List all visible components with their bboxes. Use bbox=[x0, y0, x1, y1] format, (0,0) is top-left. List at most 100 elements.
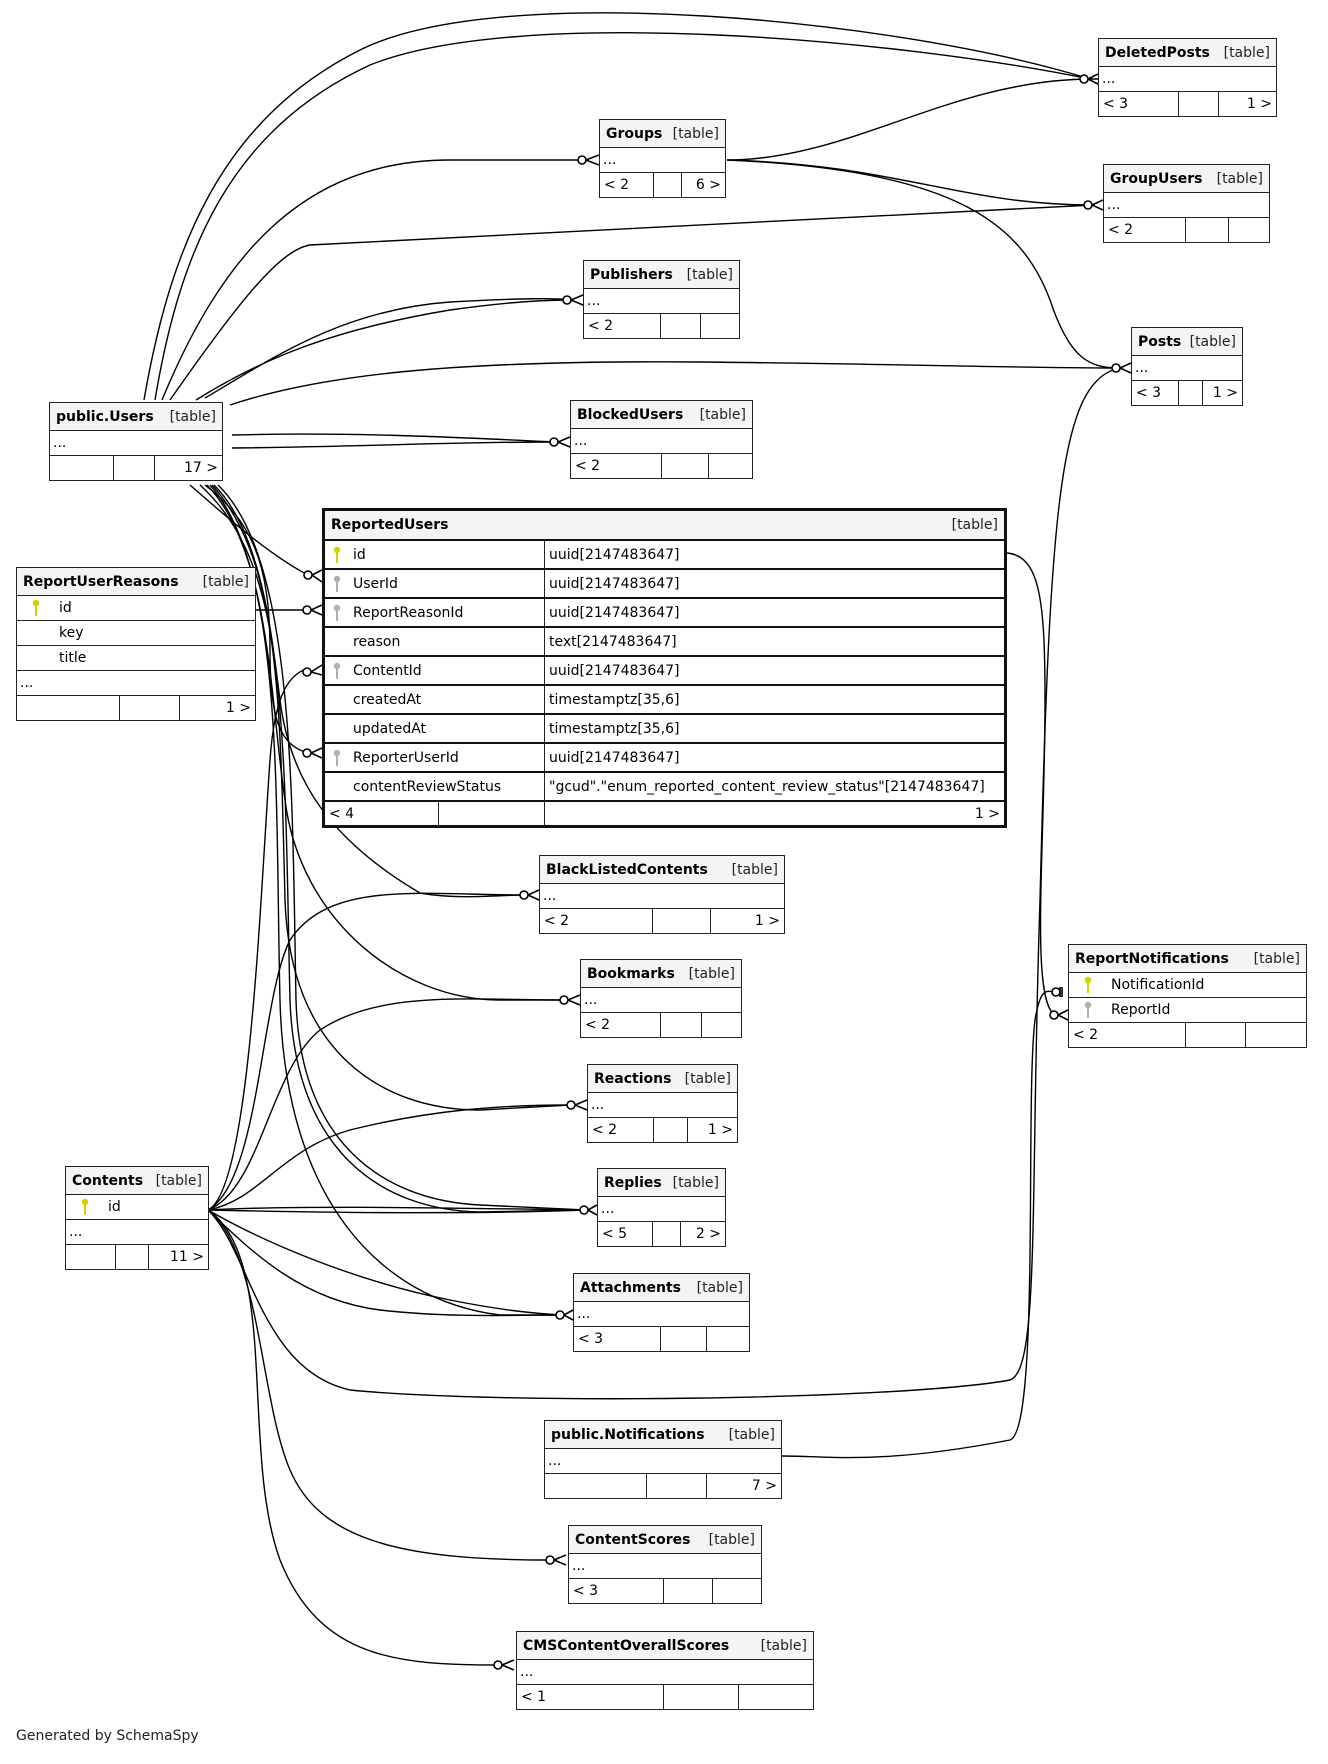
table-users[interactable]: public.Users[table] ... 17 > bbox=[49, 402, 223, 481]
parents-count[interactable]: < 2 bbox=[581, 1013, 661, 1037]
parents-count[interactable]: < 3 bbox=[1099, 92, 1179, 116]
table-notifications[interactable]: public.Notifications[table] ... 7 > bbox=[544, 1420, 782, 1499]
table-bookmarks[interactable]: Bookmarks[table] ... < 2 bbox=[580, 959, 742, 1038]
table-reportnotifications[interactable]: ReportNotifications[table] NotificationI… bbox=[1068, 944, 1307, 1048]
parents-count[interactable] bbox=[50, 456, 114, 480]
parents-count[interactable]: < 2 bbox=[1069, 1023, 1186, 1047]
children-count[interactable]: 11 > bbox=[170, 1249, 204, 1265]
children-count[interactable] bbox=[739, 1685, 813, 1709]
parents-count[interactable]: < 2 bbox=[600, 173, 654, 197]
children-count[interactable] bbox=[709, 454, 752, 478]
cols-count bbox=[653, 1222, 681, 1246]
column-row[interactable]: id bbox=[17, 596, 255, 621]
parents-count[interactable] bbox=[17, 696, 120, 720]
column-name: id bbox=[353, 546, 366, 563]
cols-count bbox=[654, 1118, 688, 1142]
table-contentscores[interactable]: ContentScores[table] ... < 3 bbox=[568, 1525, 762, 1604]
edge-contents-cms bbox=[207, 1209, 501, 1666]
table-tag: [table] bbox=[684, 1070, 731, 1087]
parents-count[interactable] bbox=[66, 1245, 116, 1269]
cols-count bbox=[662, 454, 709, 478]
table-reportuserreasons[interactable]: ReportUserReasons[table] id key title ..… bbox=[16, 567, 256, 721]
edge-contents-posts bbox=[207, 367, 1121, 1400]
column-row[interactable]: id bbox=[66, 1195, 208, 1220]
table-name: ReportUserReasons bbox=[23, 573, 179, 590]
table-name: public.Notifications bbox=[551, 1426, 705, 1443]
table-groupusers[interactable]: GroupUsers[table] ... < 2 bbox=[1103, 164, 1270, 243]
table-tag: [table] bbox=[699, 406, 746, 423]
table-cmscontentoverallscores[interactable]: CMSContentOverallScores[table] ... < 1 bbox=[516, 1631, 814, 1710]
parents-count[interactable]: < 2 bbox=[571, 454, 662, 478]
children-count[interactable]: 17 > bbox=[184, 460, 218, 476]
table-attachments[interactable]: Attachments[table] ... < 3 bbox=[573, 1273, 750, 1352]
children-count[interactable] bbox=[701, 314, 739, 338]
children-count[interactable]: 1 > bbox=[225, 700, 251, 716]
primary-key-icon bbox=[66, 1198, 104, 1216]
parents-count[interactable]: < 2 bbox=[588, 1118, 654, 1142]
column-row[interactable]: ReportId bbox=[1069, 998, 1306, 1023]
table-name: Reactions bbox=[594, 1070, 672, 1087]
edge-groups-groupusers bbox=[726, 159, 1094, 206]
parents-count[interactable]: < 3 bbox=[569, 1579, 664, 1603]
parents-count[interactable]: < 2 bbox=[584, 314, 661, 338]
table-tag: [table] bbox=[1223, 44, 1270, 61]
children-count[interactable]: 1 > bbox=[1246, 96, 1272, 112]
children-count[interactable]: 1 > bbox=[974, 805, 1000, 822]
cols-count bbox=[661, 314, 701, 338]
table-tag: [table] bbox=[728, 1426, 775, 1443]
primary-key-icon bbox=[1069, 976, 1107, 994]
children-count[interactable]: 6 > bbox=[695, 177, 721, 193]
parents-count[interactable]: < 2 bbox=[540, 909, 653, 933]
parents-count[interactable]: < 3 bbox=[1132, 381, 1179, 405]
edge-users-deletedposts bbox=[143, 12, 1091, 401]
parents-count[interactable]: < 4 bbox=[325, 802, 439, 825]
column-name: id bbox=[108, 1199, 121, 1215]
cols-count bbox=[664, 1579, 713, 1603]
children-count[interactable]: 1 > bbox=[754, 913, 780, 929]
edge-users-groupusers bbox=[169, 204, 1094, 401]
column-row[interactable]: title bbox=[17, 646, 255, 671]
children-count[interactable] bbox=[1229, 218, 1269, 242]
parents-count[interactable]: < 3 bbox=[574, 1327, 661, 1351]
children-count[interactable]: 7 > bbox=[751, 1478, 777, 1494]
table-blockedusers[interactable]: BlockedUsers[table] ... < 2 bbox=[570, 400, 753, 479]
column-name: createdAt bbox=[353, 691, 422, 708]
children-count[interactable] bbox=[713, 1579, 761, 1603]
children-count[interactable] bbox=[702, 1013, 741, 1037]
children-count[interactable]: 2 > bbox=[695, 1226, 721, 1242]
children-count[interactable]: 1 > bbox=[707, 1122, 733, 1138]
children-count[interactable] bbox=[707, 1327, 749, 1351]
parents-count[interactable]: < 5 bbox=[598, 1222, 653, 1246]
children-count[interactable] bbox=[1246, 1023, 1306, 1047]
edge-contents-reportedusers bbox=[207, 667, 309, 1211]
ellipsis-row: ... bbox=[540, 884, 784, 909]
parents-count[interactable]: < 1 bbox=[517, 1685, 664, 1709]
column-row[interactable]: NotificationId bbox=[1069, 973, 1306, 998]
column-row[interactable]: contentReviewStatus"gcud"."enum_reported… bbox=[325, 773, 1004, 802]
edge-groups-deletedposts bbox=[726, 78, 1091, 161]
column-type: uuid[2147483647] bbox=[549, 662, 680, 679]
children-count[interactable]: 1 > bbox=[1212, 385, 1238, 401]
parents-count[interactable]: < 2 bbox=[1104, 218, 1186, 242]
column-row[interactable]: key bbox=[17, 621, 255, 646]
parents-count[interactable] bbox=[545, 1474, 647, 1498]
table-publishers[interactable]: Publishers[table] ... < 2 bbox=[583, 260, 740, 339]
table-name: CMSContentOverallScores bbox=[523, 1637, 730, 1654]
table-contents[interactable]: Contents[table] id ... 11 > bbox=[65, 1166, 209, 1270]
table-name: public.Users bbox=[56, 408, 154, 425]
